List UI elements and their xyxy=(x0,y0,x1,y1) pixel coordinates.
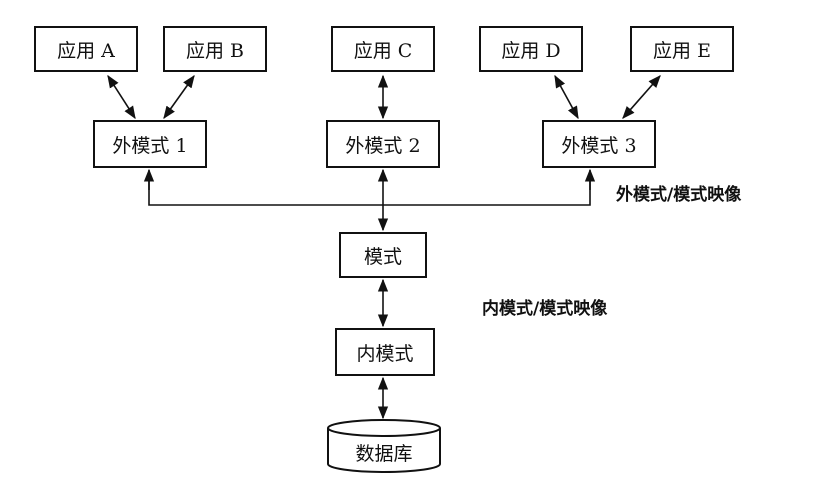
app-b-box: 应用 B xyxy=(163,26,267,72)
internal-schema-mapping-label: 内模式/模式映像 xyxy=(482,299,608,319)
mapping-bus-external xyxy=(148,171,591,206)
schema-box: 模式 xyxy=(339,232,427,278)
arrow-app-a-schema-1 xyxy=(107,74,136,120)
arrow-app-d-schema-3 xyxy=(554,74,579,120)
external-schema-3-box: 外模式 3 xyxy=(542,120,656,168)
arrow-app-b-schema-1 xyxy=(163,74,195,120)
app-e-box: 应用 E xyxy=(630,26,734,72)
database-cylinder-icon xyxy=(327,419,441,473)
app-a-box: 应用 A xyxy=(34,26,138,72)
database-label: 数据库 xyxy=(355,442,413,465)
arrow-app-e-schema-3 xyxy=(622,75,661,119)
app-c-box: 应用 C xyxy=(331,26,435,72)
external-schema-1-box: 外模式 1 xyxy=(93,120,207,168)
app-d-box: 应用 D xyxy=(479,26,583,72)
external-schema-mapping-label: 外模式/模式映像 xyxy=(616,185,742,205)
internal-schema-box: 内模式 xyxy=(335,328,435,376)
external-schema-2-box: 外模式 2 xyxy=(326,120,440,168)
